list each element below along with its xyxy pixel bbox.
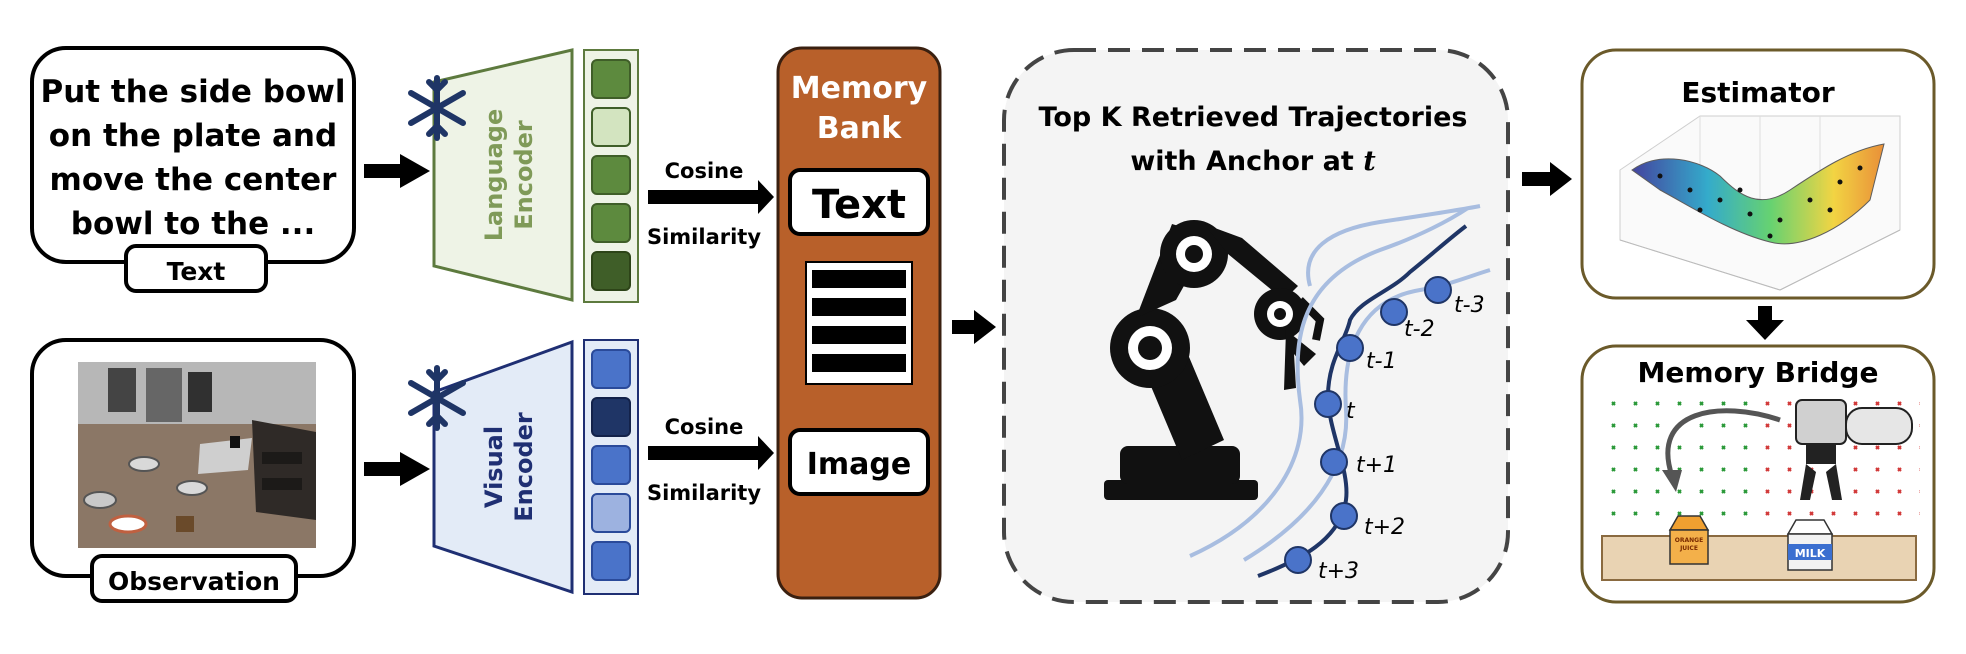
waypoint-t-minus-1 <box>1336 334 1364 362</box>
estimator-card: Estimator <box>1580 48 1936 300</box>
waypoint-label: t+1 <box>1356 453 1397 478</box>
transfer-path <box>1665 408 1781 477</box>
memory-list-icon <box>805 261 913 385</box>
estimator-title: Estimator <box>1681 76 1834 109</box>
visual-encoder-label-line1: Visual <box>480 426 508 508</box>
snowflake-icon <box>408 365 466 431</box>
estimator-surface-plot <box>1619 115 1901 291</box>
text-input-card: Put the side bowl on the plate and move … <box>30 46 356 293</box>
estimator-to-bridge-arrow <box>1746 306 1784 340</box>
memory-bank: Memory Bank Text Image <box>776 46 942 600</box>
language-encoder: Language Encoder <box>432 48 574 302</box>
retrieval-title-prefix: with Anchor at <box>1130 146 1363 177</box>
language-embedding <box>583 49 639 303</box>
memory-bank-title-2: Bank <box>817 111 902 146</box>
waypoint-labels: t-3 t-2 t-1 t t+1 t+2 t+3 <box>1318 293 1485 584</box>
visual-arrow-label-1: Cosine <box>665 415 744 439</box>
milk-label: MILK <box>1795 547 1826 560</box>
language-encoder-label-line1: Language <box>480 109 508 242</box>
milk-carton: MILK <box>1786 519 1834 571</box>
waypoint-label: t+2 <box>1364 515 1405 540</box>
waypoint-label: t-2 <box>1404 317 1435 342</box>
text-line-3: move the center <box>50 162 338 198</box>
waypoint-t <box>1314 390 1342 418</box>
memory-bank-title-1: Memory <box>791 71 928 106</box>
text-line-4: bowl to the ... <box>71 206 316 242</box>
retrieval-to-estimator-arrow <box>1522 162 1572 196</box>
memory-text-slot: Text <box>812 182 906 228</box>
snowflake-icon <box>408 75 466 141</box>
language-similarity-arrow: Cosine Similarity <box>647 159 774 249</box>
observation-label: Observation <box>108 567 280 596</box>
juice-label-1: ORANGE <box>1675 537 1703 544</box>
robot-arm-icon <box>1104 220 1325 500</box>
table-surface <box>1601 535 1917 581</box>
gripper-icon <box>1795 399 1913 500</box>
trajectory-waypoints <box>1284 276 1452 574</box>
waypoint-t-plus-1 <box>1320 448 1348 476</box>
image-to-encoder-arrow <box>364 452 430 486</box>
observation-input-card: Observation <box>30 338 356 603</box>
memory-bridge-title: Memory Bridge <box>1638 356 1879 389</box>
juice-label-2: JUICE <box>1679 545 1698 552</box>
text-line-1: Put the side bowl <box>41 74 346 110</box>
waypoint-t-minus-3 <box>1424 276 1452 304</box>
text-line-2: on the plate and <box>49 118 337 154</box>
retrieval-title-1: Top K Retrieved Trajectories <box>1039 102 1468 133</box>
visual-embedding <box>583 339 639 595</box>
transfer-path-head <box>1662 470 1682 492</box>
retrieved-trajectory-light-3 <box>1306 204 1481 287</box>
language-encoder-label-line2: Encoder <box>510 120 538 230</box>
retrieved-trajectory-light-1 <box>1189 206 1470 558</box>
waypoint-label: t-3 <box>1454 293 1485 318</box>
retrieval-title-2: with Anchor at t <box>1130 146 1376 177</box>
juice-carton: ORANGE JUICE <box>1668 515 1710 565</box>
memory-to-retrieval-arrow <box>952 310 996 344</box>
retrieval-panel: Top K Retrieved Trajectories with Anchor… <box>1002 48 1510 604</box>
observation-image <box>78 362 316 548</box>
visual-encoder: Visual Encoder <box>432 339 574 595</box>
waypoint-label: t <box>1346 399 1356 424</box>
waypoint-label: t-1 <box>1366 349 1397 374</box>
visual-encoder-label-line2: Encoder <box>510 412 538 522</box>
visual-arrow-label-2: Similarity <box>647 481 761 505</box>
waypoint-label: t+3 <box>1318 559 1359 584</box>
visual-similarity-arrow: Cosine Similarity <box>647 415 774 505</box>
retrieval-anchor-symbol: t <box>1363 146 1376 177</box>
text-to-encoder-arrow <box>364 154 430 188</box>
language-arrow-label-1: Cosine <box>665 159 744 183</box>
waypoint-t-plus-2 <box>1330 502 1358 530</box>
waypoint-t-minus-2 <box>1380 298 1408 326</box>
text-label: Text <box>167 257 226 286</box>
waypoint-t-plus-3 <box>1284 546 1312 574</box>
language-arrow-label-2: Similarity <box>647 225 761 249</box>
memory-bridge-card: Memory Bridge ORANGE JUICE MILK <box>1580 344 1936 604</box>
memory-image-slot: Image <box>807 447 912 482</box>
